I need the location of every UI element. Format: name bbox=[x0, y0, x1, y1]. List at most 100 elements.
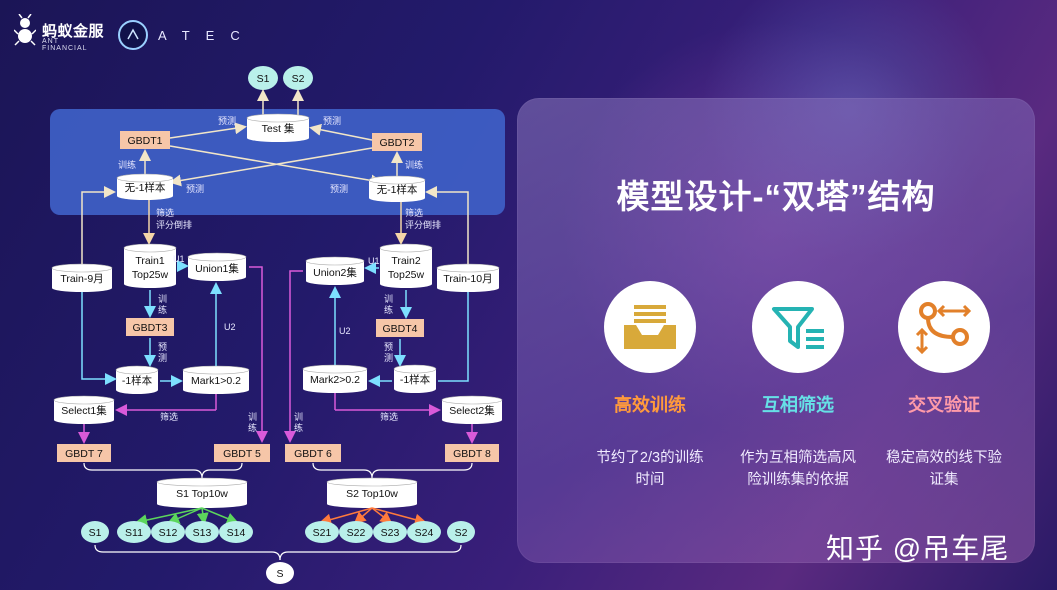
feature-title: 交叉验证 bbox=[908, 395, 980, 415]
select2-node: Select2集 bbox=[441, 395, 503, 424]
logo-text-en: ANT FINANCIAL bbox=[42, 38, 88, 52]
feature-desc: 作为互相筛选高风 险训练集的依据 bbox=[723, 447, 873, 491]
svg-text:Union1集: Union1集 bbox=[195, 262, 239, 275]
svg-text:S2 Top10w: S2 Top10w bbox=[346, 488, 398, 500]
svg-text:Train2: Train2 bbox=[391, 255, 421, 267]
svg-text:Union2集: Union2集 bbox=[313, 266, 357, 279]
predict-label: 预测 bbox=[186, 184, 204, 194]
bottom-node bbox=[373, 521, 407, 543]
gbdt7-label: GBDT 7 bbox=[65, 448, 103, 460]
bottom-node-label: S23 bbox=[381, 527, 400, 539]
svg-text:-1样本: -1样本 bbox=[400, 373, 431, 386]
train2-top-node: Train2 Top25w bbox=[379, 243, 433, 288]
feature-desc-line: 时间 bbox=[635, 472, 665, 488]
train9-node: Train-9月 bbox=[51, 263, 113, 292]
bottom-node-label: S22 bbox=[347, 527, 366, 539]
output-s1 bbox=[248, 66, 278, 90]
feature-title: 互相筛选 bbox=[762, 395, 834, 415]
train-vertical-label: 练 bbox=[294, 422, 303, 433]
gbdt2-box bbox=[372, 133, 422, 151]
bottom-node-label: S14 bbox=[227, 527, 246, 539]
train-vertical-label: 练 bbox=[248, 422, 257, 433]
mark2-node: Mark2>0.2 bbox=[302, 364, 368, 393]
bottom-node-label: S24 bbox=[415, 527, 434, 539]
gbdt3-box bbox=[126, 318, 174, 336]
svg-text:-1样本: -1样本 bbox=[122, 374, 153, 387]
train-vertical-label: 训 bbox=[248, 412, 257, 422]
bottom-node bbox=[305, 521, 339, 543]
predict-label: 预测 bbox=[330, 184, 348, 194]
feature-desc: 稳定高效的线下验 证集 bbox=[869, 447, 1019, 491]
logo-text-cn: 蚂蚁金服 bbox=[42, 23, 105, 40]
filter-label: 筛选 bbox=[156, 207, 174, 218]
s1-top-node: S1 Top10w bbox=[156, 477, 248, 508]
bottom-node bbox=[185, 521, 219, 543]
svg-text:S1 Top10w: S1 Top10w bbox=[176, 488, 228, 500]
mark1-node: Mark1>0.2 bbox=[182, 365, 250, 394]
final-node bbox=[266, 562, 294, 584]
feature-desc-line: 节约了2/3的训练 bbox=[596, 450, 704, 466]
bottom-node bbox=[151, 521, 185, 543]
train-label: 训练 bbox=[118, 159, 136, 170]
ant-financial-logo: 蚂蚁金服 ANT FINANCIAL bbox=[14, 14, 104, 54]
no-neg-left-node: 无-1样本 bbox=[116, 173, 174, 200]
output-s2-label: S2 bbox=[292, 73, 305, 85]
gbdt2-label: GBDT2 bbox=[379, 137, 414, 149]
gbdt4-label: GBDT4 bbox=[382, 323, 417, 335]
svg-text:Top25w: Top25w bbox=[132, 269, 169, 281]
feature-desc: 节约了2/3的训练 时间 bbox=[575, 447, 725, 491]
svg-text:无-1样本: 无-1样本 bbox=[377, 183, 418, 196]
bottom-node bbox=[339, 521, 373, 543]
train1-top-node: Train1 Top25w bbox=[123, 243, 177, 288]
atec-circle-icon bbox=[118, 20, 148, 50]
predict-label: 预测 bbox=[218, 116, 236, 126]
svg-text:Train1: Train1 bbox=[135, 255, 165, 267]
card-title: 模型设计-“双塔”结构 bbox=[616, 178, 936, 215]
union2-node: Union2集 bbox=[305, 256, 365, 285]
neg1-left-node: -1样本 bbox=[115, 365, 159, 394]
feature-desc-line: 险训练集的依据 bbox=[747, 472, 849, 488]
no-neg-right-node: 无-1样本 bbox=[368, 175, 426, 202]
filter-label: 筛选 bbox=[380, 411, 398, 422]
bottom-node bbox=[81, 521, 109, 543]
predict-vertical-label: 测 bbox=[158, 353, 167, 363]
bottom-node-label: S21 bbox=[313, 527, 332, 539]
svg-text:Select2集: Select2集 bbox=[449, 404, 495, 417]
test-set-node: Test 集 bbox=[246, 113, 310, 142]
train-vertical-label: 训 bbox=[158, 294, 167, 304]
sort-label: 评分倒排 bbox=[405, 219, 441, 230]
output-s2 bbox=[283, 66, 313, 90]
output-s1-label: S1 bbox=[257, 73, 270, 85]
cross-arrows-icon bbox=[898, 281, 990, 373]
bottom-node bbox=[219, 521, 253, 543]
select1-node: Select1集 bbox=[53, 395, 115, 424]
feature-desc-line: 稳定高效的线下验 bbox=[886, 450, 1002, 466]
s2-top-node: S2 Top10w bbox=[326, 477, 418, 508]
bottom-node-label: S12 bbox=[159, 527, 178, 539]
inbox-tray-icon bbox=[604, 281, 696, 373]
filter-label: 筛选 bbox=[405, 207, 423, 218]
gbdt8-label: GBDT 8 bbox=[453, 448, 491, 460]
bottom-node bbox=[117, 521, 151, 543]
summary-card: 模型设计-“双塔”结构 高效训练 节约了2/3的训练 时间 互相筛选 bbox=[517, 98, 1035, 563]
filter-list-icon bbox=[752, 281, 844, 373]
feature-title: 高效训练 bbox=[614, 395, 686, 415]
gbdt8-box bbox=[445, 444, 499, 462]
gbdt1-label: GBDT1 bbox=[127, 135, 162, 147]
final-node-label: S bbox=[276, 568, 283, 580]
bottom-node bbox=[447, 521, 475, 543]
bottom-node-label: S2 bbox=[455, 527, 468, 539]
feature-desc-line: 作为互相筛选高风 bbox=[740, 450, 856, 466]
svg-text:Train-9月: Train-9月 bbox=[60, 273, 103, 285]
svg-text:Train-10月: Train-10月 bbox=[443, 273, 492, 285]
predict-vertical-label: 预 bbox=[384, 342, 393, 352]
svg-text:Top25w: Top25w bbox=[388, 269, 425, 281]
train10-node: Train-10月 bbox=[436, 263, 500, 292]
train-vertical-label: 练 bbox=[158, 304, 167, 315]
gbdt5-box bbox=[214, 444, 270, 462]
feature-cross-validation: 交叉验证 稳定高效的线下验 证集 bbox=[869, 281, 1019, 491]
svg-text:Test 集: Test 集 bbox=[262, 122, 295, 135]
ant-icon bbox=[14, 14, 36, 46]
feature-efficient-training: 高效训练 节约了2/3的训练 时间 bbox=[575, 281, 725, 491]
train-vertical-label: 训 bbox=[384, 294, 393, 304]
